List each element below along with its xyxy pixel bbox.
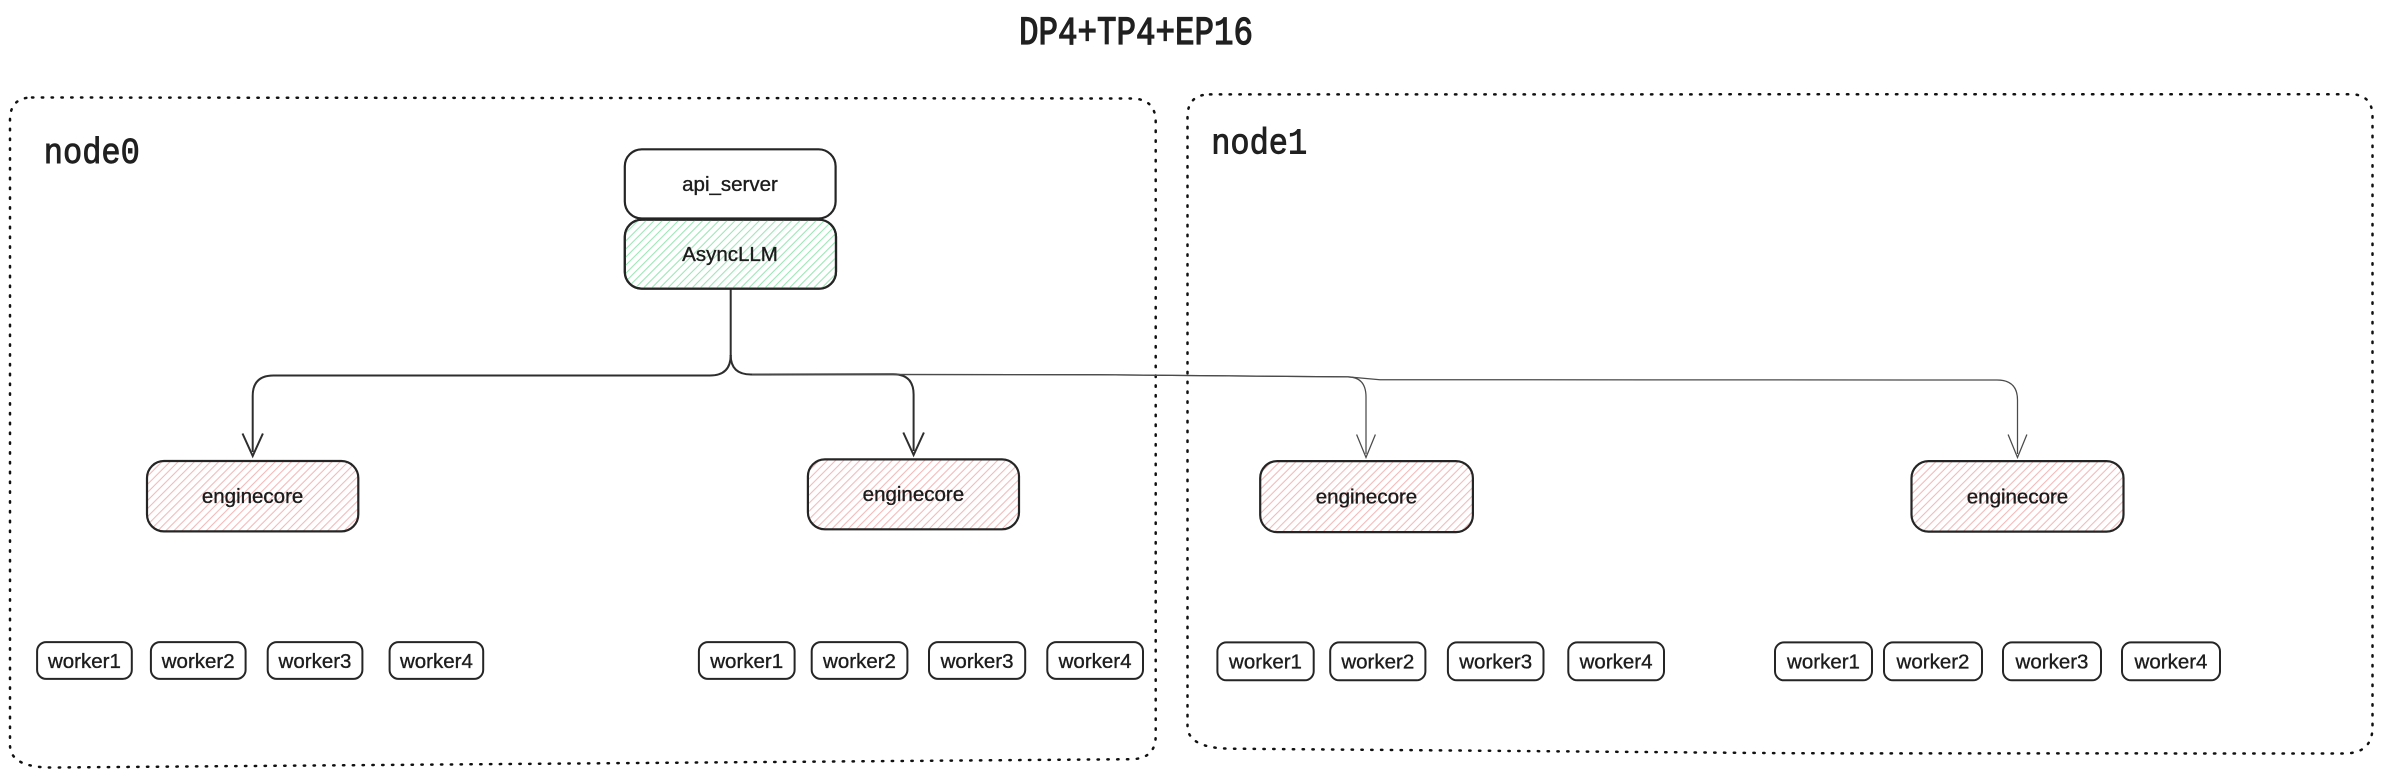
svg-text:worker4: worker4	[2134, 650, 2208, 673]
svg-text:worker4: worker4	[1058, 650, 1132, 673]
svg-text:worker1: worker1	[1228, 650, 1302, 673]
svg-text:enginecore: enginecore	[1316, 486, 1417, 509]
svg-text:worker4: worker4	[399, 650, 473, 673]
svg-text:worker2: worker2	[1896, 650, 1970, 673]
svg-text:worker2: worker2	[1340, 650, 1414, 673]
svg-text:node0: node0	[44, 133, 140, 174]
svg-text:worker3: worker3	[2015, 650, 2089, 673]
svg-text:AsyncLLM: AsyncLLM	[682, 243, 778, 266]
svg-text:enginecore: enginecore	[1967, 486, 2068, 509]
svg-text:worker3: worker3	[940, 650, 1014, 673]
svg-text:worker1: worker1	[709, 650, 783, 673]
svg-text:worker2: worker2	[822, 650, 896, 673]
svg-text:node1: node1	[1211, 123, 1307, 164]
svg-text:worker4: worker4	[1579, 650, 1653, 673]
svg-text:enginecore: enginecore	[863, 483, 964, 506]
svg-text:worker3: worker3	[1458, 650, 1532, 673]
svg-text:worker2: worker2	[161, 650, 235, 673]
svg-text:worker1: worker1	[1786, 650, 1860, 673]
svg-text:DP4+TP4+EP16: DP4+TP4+EP16	[1019, 12, 1253, 57]
svg-text:worker3: worker3	[278, 650, 352, 673]
svg-text:api_server: api_server	[682, 173, 778, 196]
svg-text:enginecore: enginecore	[202, 485, 303, 508]
svg-text:worker1: worker1	[47, 650, 121, 673]
